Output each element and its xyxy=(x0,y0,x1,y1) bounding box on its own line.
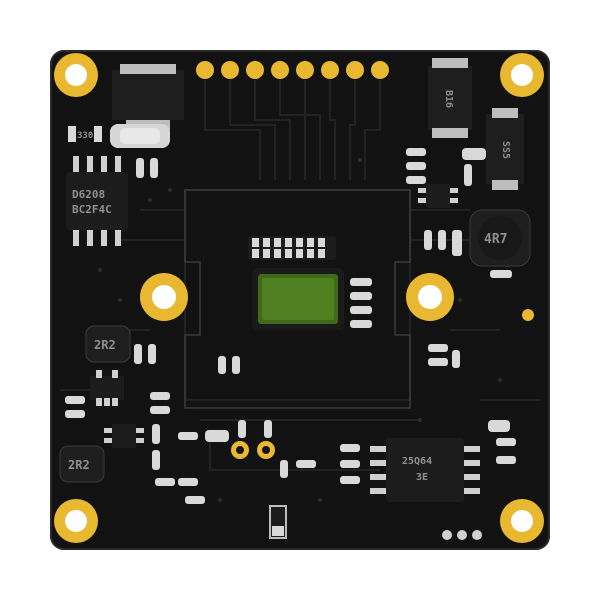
ic-top-left-line2: BC2F4C xyxy=(72,203,112,216)
test-pads xyxy=(231,309,534,540)
inductor-2r2-top: 2R2 xyxy=(85,325,131,363)
ic-top-left: D6208 BC2F4C xyxy=(66,156,128,246)
image-sensor xyxy=(252,268,344,330)
diode-ss5-label: SS5 xyxy=(500,141,511,159)
mounting-hole-top-left xyxy=(54,53,98,97)
sensor-outline xyxy=(184,189,411,409)
ic-small-right xyxy=(418,184,458,208)
ic-top-left-line1: D6208 xyxy=(72,188,105,201)
crystal-oscillator xyxy=(110,124,170,148)
diode-top-right: B16 xyxy=(428,58,472,138)
mounting-hole-bottom-left xyxy=(54,499,98,543)
mounting-hole-bottom-right xyxy=(500,499,544,543)
ic-flash-line2: 3E xyxy=(416,472,428,483)
inductor-4r7-label: 4R7 xyxy=(484,232,507,247)
lens-mount-hole-left xyxy=(140,273,188,321)
mounting-hole-top-right xyxy=(500,53,544,97)
ic-small-left xyxy=(104,424,144,448)
inductor-2r2-bottom: 2R2 xyxy=(59,445,105,483)
resistor-330: 330 xyxy=(68,126,102,142)
component-bottom-center xyxy=(269,505,287,539)
ic-flash-line1: 25Q64 xyxy=(402,456,432,467)
board-edge-highlight xyxy=(50,50,550,550)
capacitors-right xyxy=(340,148,516,484)
resistor-330-label: 330 xyxy=(77,131,93,141)
header-pads xyxy=(196,61,389,79)
resistor-array-top xyxy=(248,236,336,260)
inductor-2r2-top-label: 2R2 xyxy=(94,338,116,352)
lens-mount-hole-right xyxy=(406,273,454,321)
capacitors-left xyxy=(65,158,316,504)
diode-ss5: SS5 xyxy=(486,108,524,190)
diode-top-label: B16 xyxy=(443,90,454,108)
ic-flash-bottom-right: 25Q64 3E xyxy=(370,438,480,502)
vias xyxy=(98,158,502,502)
sot23-left xyxy=(90,370,124,406)
capacitor-column xyxy=(350,278,372,328)
inductor-4r7: 4R7 xyxy=(469,209,531,267)
inductor-2r2-bottom-label: 2R2 xyxy=(68,458,90,472)
